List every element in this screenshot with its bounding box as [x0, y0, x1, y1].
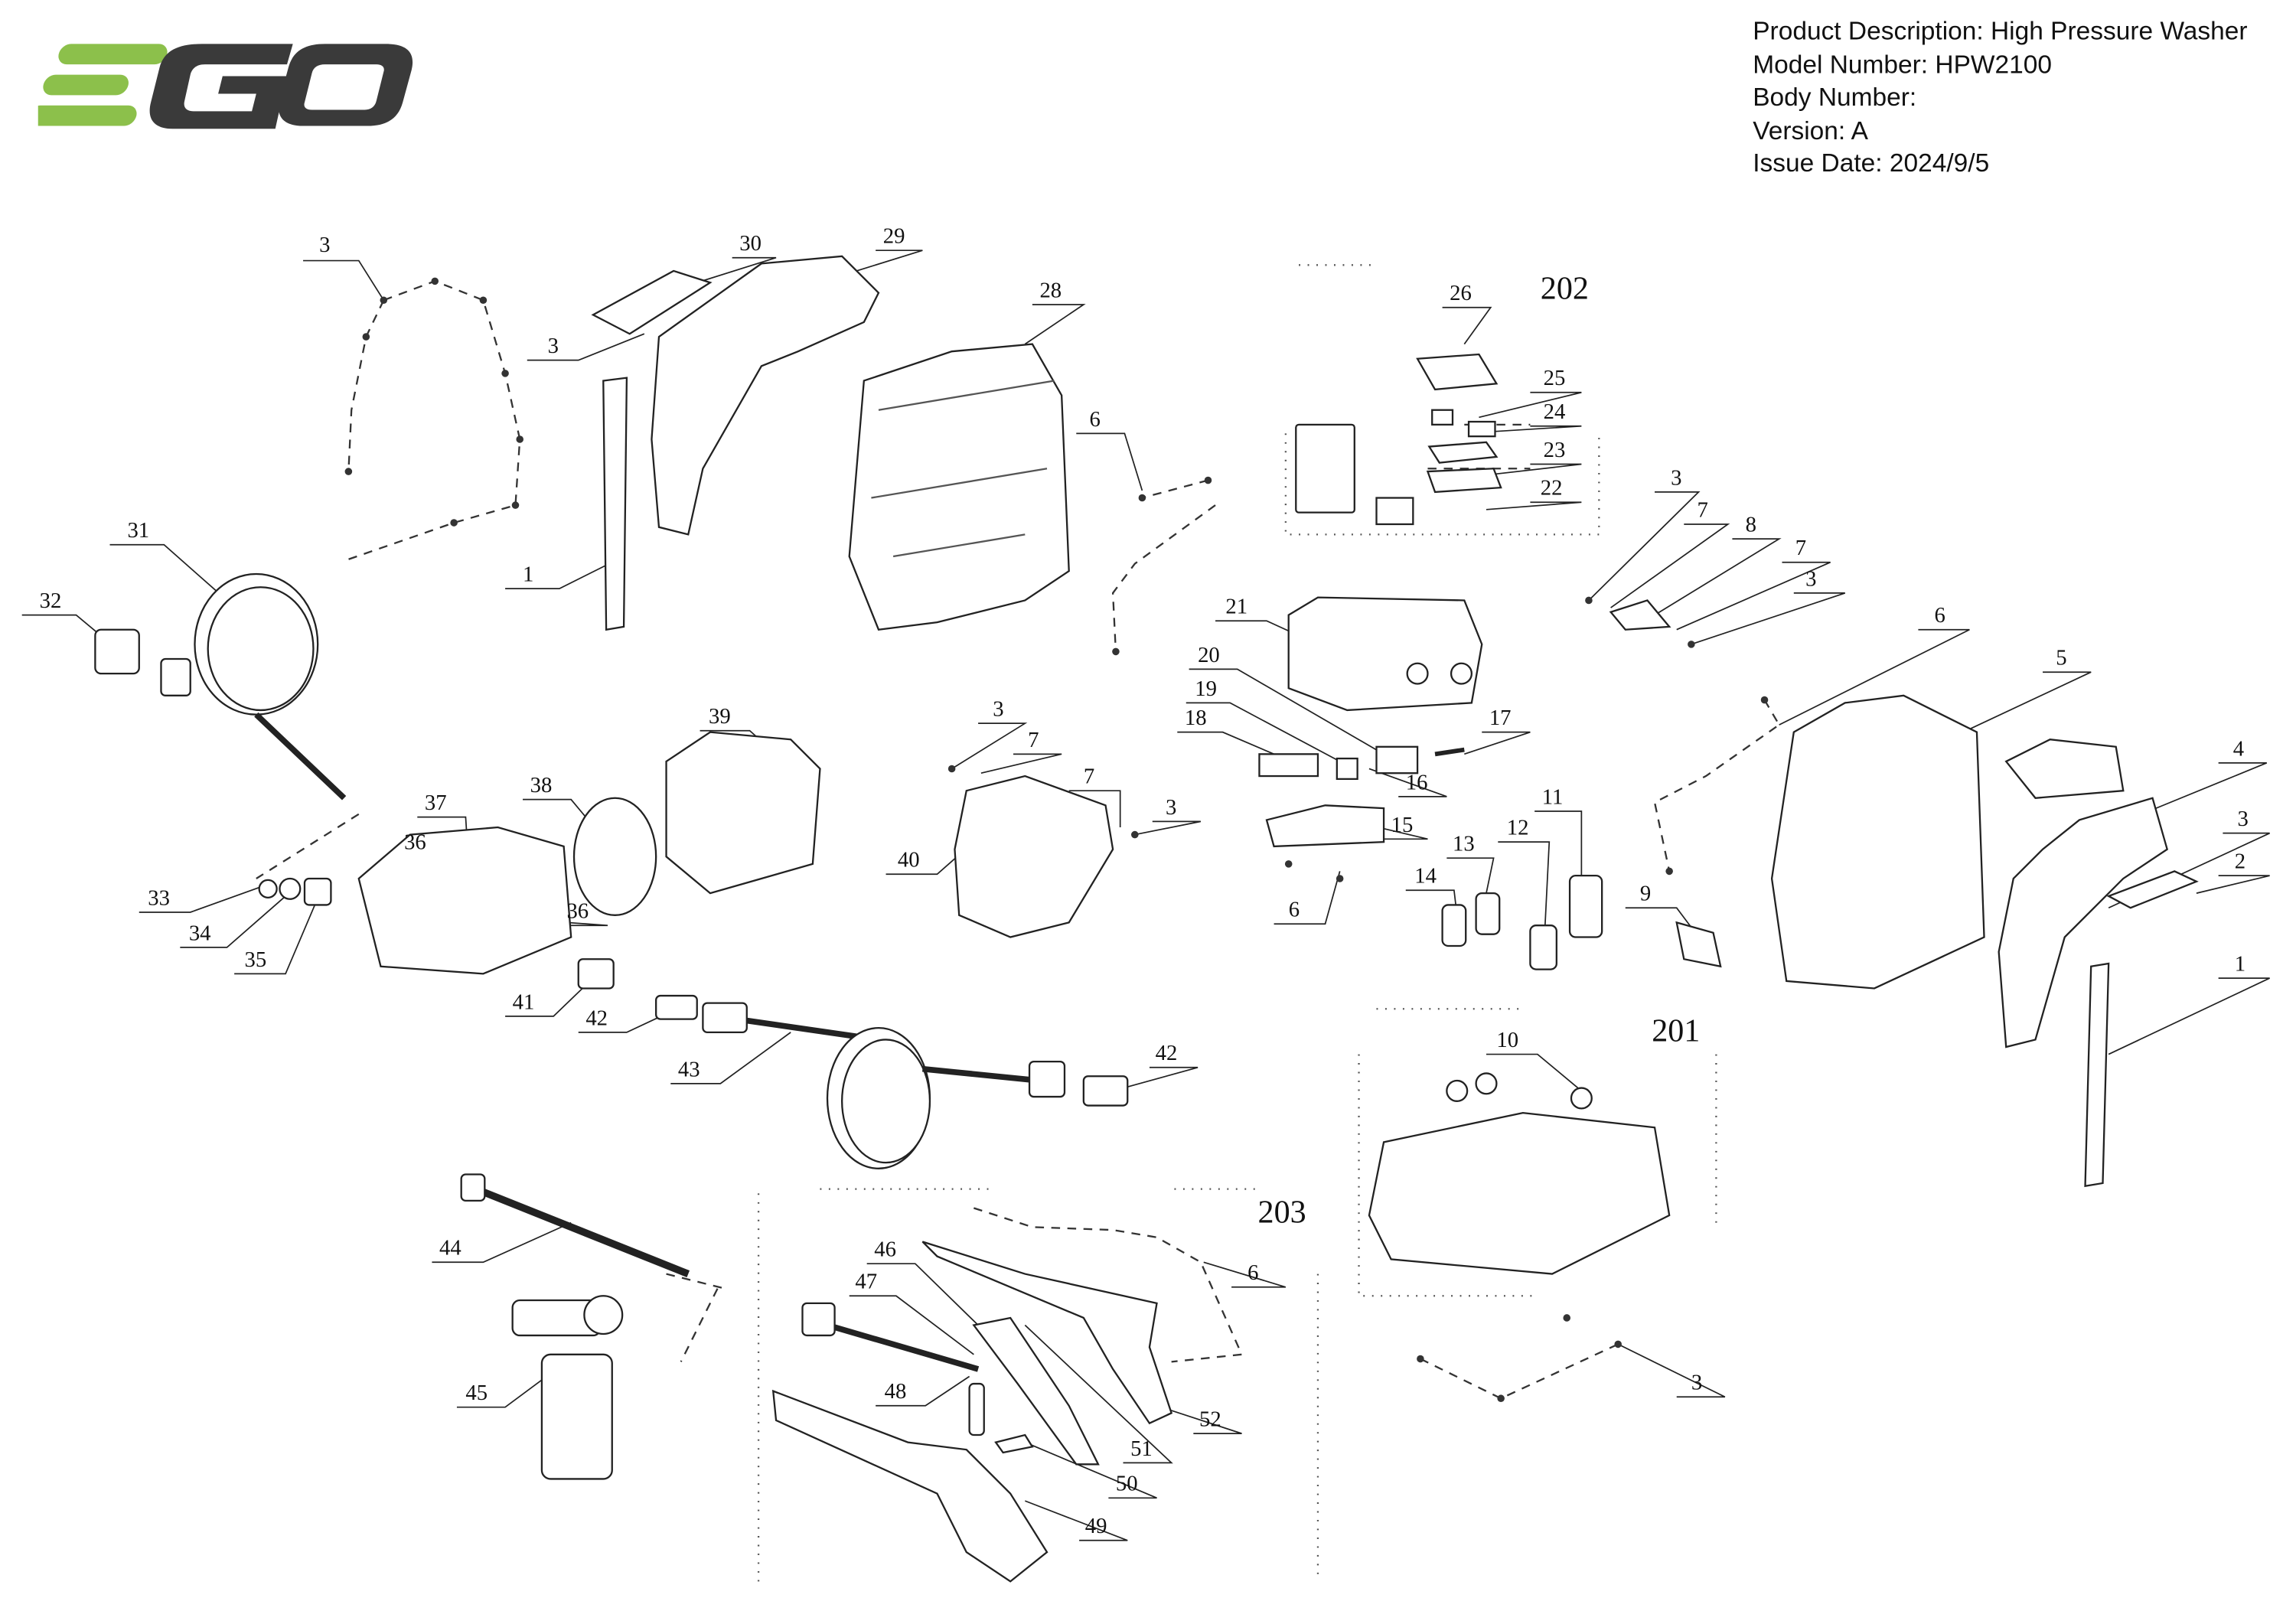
callout: 19 — [1195, 677, 1217, 702]
callout: 28 — [1039, 279, 1062, 304]
callout: 14 — [1414, 865, 1437, 889]
callout: 13 — [1452, 833, 1475, 857]
callout: 36 — [404, 831, 426, 856]
callout: 47 — [855, 1270, 878, 1295]
callout: 23 — [1543, 439, 1566, 463]
callout: 11 — [1541, 786, 1564, 810]
callout: 15 — [1391, 814, 1414, 838]
callout: 42 — [585, 1007, 608, 1031]
callout: 37 — [424, 792, 447, 816]
callout: 52 — [1199, 1408, 1221, 1433]
group-label-201: 201 — [1652, 1012, 1701, 1048]
issue-date: Issue Date: 2024/9/5 — [1753, 148, 1990, 178]
callout: 16 — [1405, 771, 1428, 795]
callout: 6 — [1247, 1262, 1259, 1286]
callout: 1 — [523, 563, 534, 588]
callout: 33 — [148, 887, 170, 911]
callout: 30 — [739, 233, 762, 256]
callout: 22 — [1540, 477, 1563, 501]
callout: 7 — [1028, 729, 1039, 753]
callout: 40 — [897, 849, 920, 873]
product-info: Product Description: High Pressure Washe… — [1753, 15, 2247, 180]
callout: 41 — [512, 991, 535, 1015]
callout: 3 — [1671, 467, 1682, 491]
callout: 7 — [1697, 499, 1708, 523]
callout: 42 — [1155, 1042, 1178, 1066]
callout: 3 — [1805, 568, 1817, 592]
callout: 3 — [1691, 1371, 1703, 1396]
callout: 20 — [1198, 644, 1220, 668]
callout: 32 — [39, 590, 62, 614]
callout: 26 — [1450, 282, 1472, 306]
callout: 50 — [1115, 1472, 1138, 1497]
callout: 6 — [1288, 898, 1300, 923]
callout: 7 — [1083, 765, 1095, 790]
callout: 29 — [882, 225, 905, 249]
callout: 3 — [1165, 796, 1177, 820]
callout: 51 — [1130, 1437, 1153, 1462]
callout: 45 — [465, 1382, 488, 1406]
callout: 3 — [2237, 808, 2249, 832]
callout: 31 — [127, 520, 150, 543]
callout: 1 — [2234, 953, 2246, 977]
group-label-202: 202 — [1540, 269, 1589, 306]
product-description: Product Description: High Pressure Washe… — [1753, 16, 2248, 46]
model-number: Model Number: HPW2100 — [1753, 49, 2053, 79]
callout: 46 — [874, 1238, 896, 1263]
callout: 3 — [993, 698, 1004, 722]
callout: 6 — [1089, 408, 1101, 432]
callout: 9 — [1639, 882, 1652, 907]
callout: 24 — [1543, 401, 1566, 425]
callout: 38 — [530, 774, 553, 798]
callout: 4 — [2232, 738, 2245, 761]
callout: 5 — [2056, 647, 2067, 671]
body-number: Body Number: — [1753, 82, 1917, 112]
callout: 43 — [677, 1058, 700, 1082]
callout: 48 — [884, 1381, 907, 1404]
callout: 39 — [709, 706, 731, 729]
callout: 2 — [2234, 850, 2246, 875]
callout: 35 — [244, 948, 267, 973]
callout: 7 — [1795, 537, 1807, 561]
callout: 44 — [439, 1237, 461, 1261]
ego-logo — [38, 44, 413, 129]
callout: 25 — [1543, 367, 1566, 391]
callout: 8 — [1745, 514, 1757, 538]
callout: 49 — [1084, 1515, 1107, 1539]
callout: 36 — [566, 900, 589, 925]
version: Version: A — [1753, 115, 1869, 145]
callout: 3 — [547, 335, 559, 359]
callout: 34 — [188, 922, 211, 946]
callout: 17 — [1489, 707, 1512, 731]
callout: 10 — [1496, 1029, 1519, 1053]
group-label-203: 203 — [1257, 1193, 1306, 1231]
callout: 18 — [1184, 707, 1207, 731]
callout: 12 — [1506, 817, 1529, 841]
callout: 3 — [319, 234, 331, 258]
callout: 6 — [1934, 605, 1945, 628]
callout: 21 — [1225, 595, 1248, 620]
